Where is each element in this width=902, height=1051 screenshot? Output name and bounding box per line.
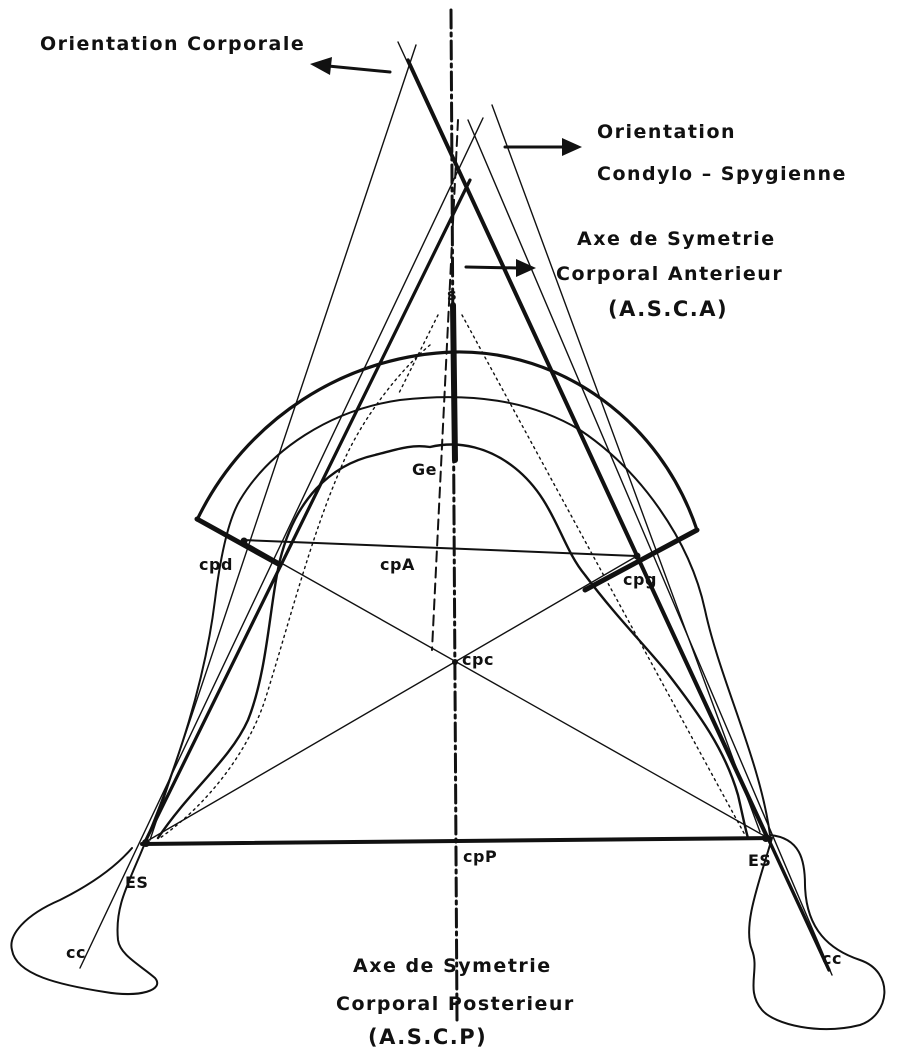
dotted-line-left-a — [397, 314, 439, 396]
line-right-thin-b — [467, 119, 833, 976]
label-axe-symetrie-top: Axe de Symetrie — [577, 228, 776, 250]
label-point-s: s — [447, 285, 457, 304]
axis-symmetry-dashdot — [449, 8, 459, 1022]
axis-heavy-segment — [450, 302, 458, 463]
label-ascp: (A.S.C.P) — [368, 1025, 487, 1049]
label-point-cpg: cpg — [623, 570, 657, 589]
label-point-es-right: ES — [748, 851, 771, 870]
arrow-orientation-corporale — [310, 57, 392, 75]
line-right-thin-c — [491, 104, 761, 833]
label-condylo-spygienne: Condylo – Spygienne — [597, 163, 847, 185]
line-left-thin-b — [79, 117, 484, 969]
chord-cpd-cpg — [242, 539, 638, 557]
dotted-line-left-b — [159, 344, 431, 839]
label-axe-symetrie-bottom: Axe de Symetrie — [353, 955, 552, 977]
line-left-thin-a — [149, 44, 417, 841]
label-corporal-posterieur: Corporal Posterieur — [336, 993, 575, 1015]
label-point-cpp: cpP — [463, 847, 497, 866]
diagonal-right — [141, 555, 638, 845]
point-cpg-marker — [633, 552, 641, 560]
dotted-line-right — [461, 314, 746, 836]
arrow-condylo-spygienne — [503, 138, 582, 156]
line-left-thick — [143, 178, 472, 844]
point-cpc-marker — [452, 659, 458, 665]
point-es-right-marker — [762, 834, 770, 842]
arch-outer-outline — [10, 396, 886, 1031]
label-point-cc-right: cc — [822, 949, 842, 968]
label-point-cc-left: cc — [66, 943, 86, 962]
label-point-cpa: cpA — [380, 555, 415, 574]
label-point-cpc: cpc — [462, 650, 494, 669]
point-es-left-marker — [142, 839, 150, 847]
label-point-es-left: ES — [125, 873, 148, 892]
arrow-asca — [464, 259, 536, 277]
label-asca: (A.S.C.A) — [608, 297, 728, 321]
label-orientation: Orientation — [597, 121, 736, 143]
diagonal-left — [243, 541, 769, 839]
label-point-cpd: cpd — [199, 555, 233, 574]
line-right-thick — [406, 58, 831, 972]
label-orientation-corporale: Orientation Corporale — [40, 33, 305, 55]
point-cpd-marker — [240, 537, 248, 545]
label-corporal-anterieur: Corporal Anterieur — [556, 263, 783, 285]
arch-inner-outline — [156, 443, 750, 840]
label-point-ge: Ge — [412, 460, 437, 479]
segment-left-cpd — [194, 516, 283, 568]
arch-upper-arc — [195, 350, 699, 532]
axis-anterior-dashed — [431, 119, 459, 651]
